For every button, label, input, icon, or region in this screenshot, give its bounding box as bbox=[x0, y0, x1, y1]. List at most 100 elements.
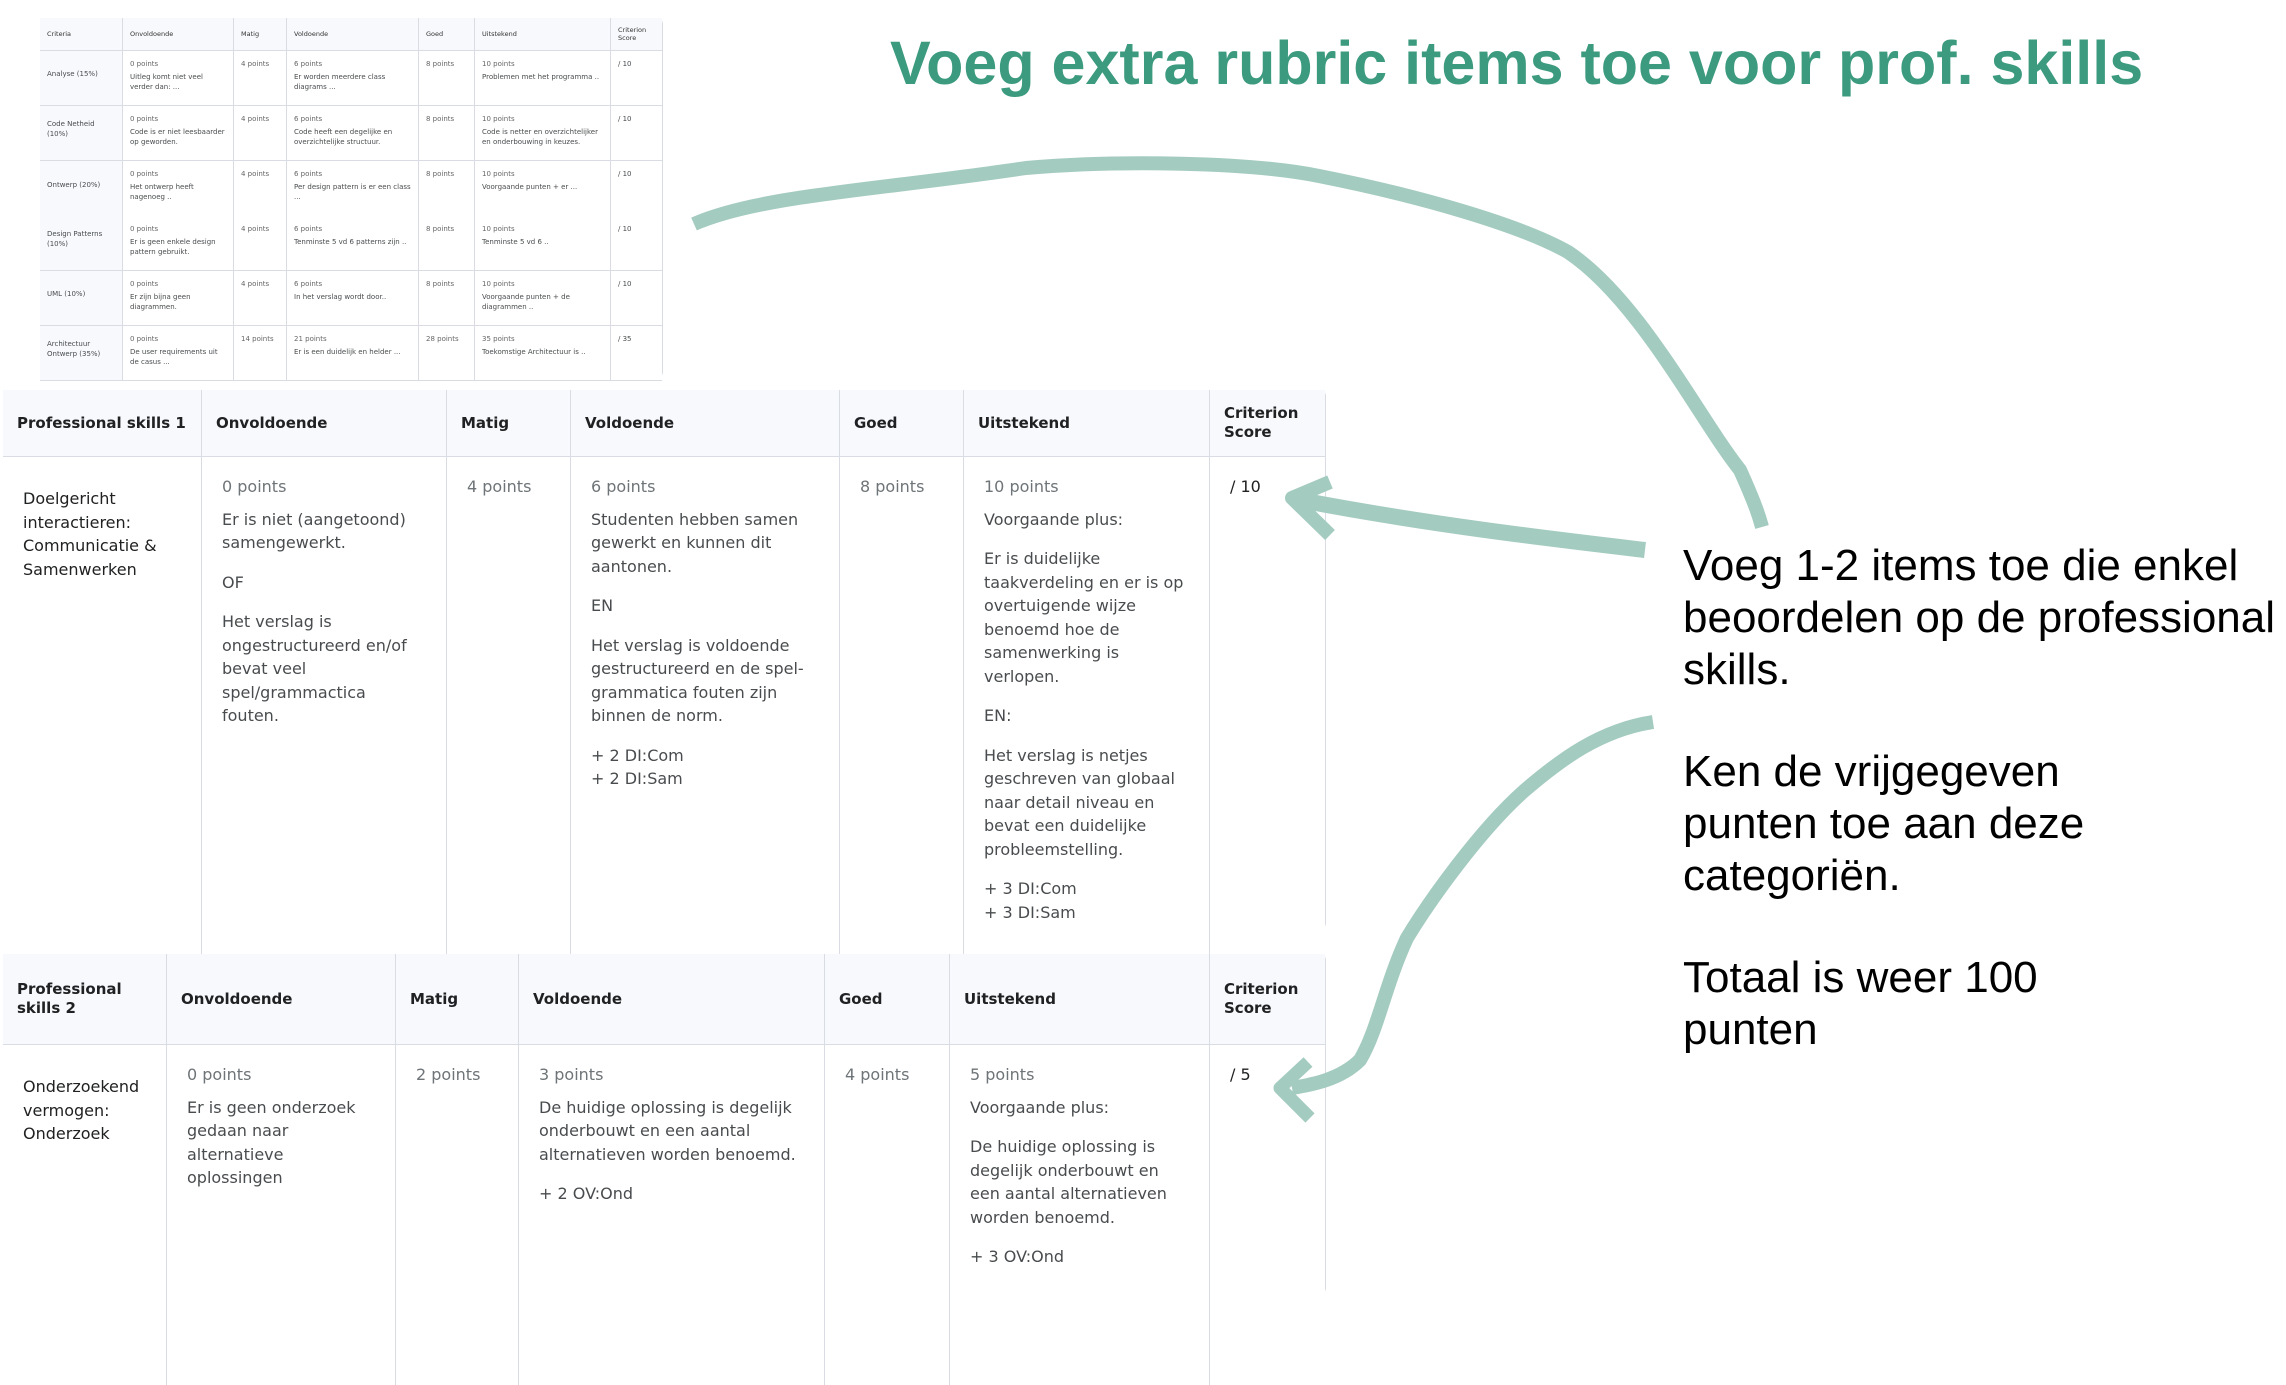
arrow-to-score-5-icon bbox=[1290, 715, 1655, 1095]
level-points: 4 points bbox=[241, 225, 270, 233]
level-description: Het verslag is ongestructureerd en/of be… bbox=[222, 612, 407, 725]
level-cell[interactable]: 28 points bbox=[419, 326, 475, 381]
level-description: Toekomstige Architectuur is .. bbox=[482, 348, 586, 356]
level-description: Er worden meerdere class diagrams ... bbox=[294, 73, 386, 91]
level-description: Er zijn bijna geen diagrammen. bbox=[130, 293, 191, 311]
level-description: De huidige oplossing is degelijk onderbo… bbox=[539, 1097, 796, 1164]
level-header: Matig bbox=[447, 390, 571, 457]
level-points: 10 points bbox=[482, 115, 515, 123]
level-points: 6 points bbox=[294, 170, 323, 178]
level-description: Uitleg komt niet veel verder dan: ... bbox=[130, 73, 203, 91]
level-cell[interactable]: 8 points bbox=[419, 271, 475, 326]
criterion-name: Architectuur Ontwerp (35%) bbox=[40, 326, 123, 381]
level-description: Het ontwerp heeft nagenoeg .. bbox=[130, 183, 194, 201]
level-cell[interactable]: 8 points bbox=[419, 161, 475, 216]
criterion-score: / 10 bbox=[611, 216, 662, 271]
level-points: 8 points bbox=[426, 225, 455, 233]
level-cell[interactable]: 4 points bbox=[234, 106, 287, 161]
level-points: 28 points bbox=[426, 335, 459, 343]
level-cell[interactable]: 4 points bbox=[447, 457, 571, 958]
level-description: + 2 OV:Ond bbox=[539, 1184, 633, 1203]
level-description: Code is netter en overzichtelijker en on… bbox=[482, 128, 598, 146]
slide-title: Voeg extra rubric items toe voor prof. s… bbox=[890, 29, 2144, 97]
level-header: Criterion Score bbox=[1210, 390, 1325, 457]
level-cell[interactable]: 14 points bbox=[234, 326, 287, 381]
level-cell[interactable]: 4 points bbox=[825, 1045, 950, 1385]
small-header-cell: Uitstekend bbox=[475, 18, 611, 51]
level-cell[interactable]: 4 points bbox=[234, 216, 287, 271]
level-cell[interactable]: 8 points bbox=[419, 216, 475, 271]
level-header: Uitstekend bbox=[950, 954, 1210, 1045]
level-points: 8 points bbox=[426, 280, 455, 288]
criterion-name: Code Netheid (10%) bbox=[40, 106, 123, 161]
level-description: Er is geen enkele design pattern gebruik… bbox=[130, 238, 216, 256]
level-description: Code is er niet leesbaarder op geworden. bbox=[130, 128, 225, 146]
level-points: 4 points bbox=[467, 477, 532, 496]
level-description: Code heeft een degelijke en overzichteli… bbox=[294, 128, 393, 146]
level-cell[interactable]: 8 points bbox=[840, 457, 964, 958]
level-points: 10 points bbox=[984, 477, 1059, 496]
level-header: Goed bbox=[825, 954, 950, 1045]
level-points: 10 points bbox=[482, 225, 515, 233]
criterion-score: / 5 bbox=[1230, 1065, 1251, 1084]
level-points: 6 points bbox=[294, 115, 323, 123]
level-header: Criterion Score bbox=[1210, 954, 1325, 1045]
level-points: 6 points bbox=[294, 280, 323, 288]
criterion-name: Analyse (15%) bbox=[40, 51, 123, 106]
level-cell[interactable]: 2 points bbox=[396, 1045, 519, 1385]
small-header-cell: Goed bbox=[419, 18, 475, 51]
criterion-score: / 35 bbox=[611, 326, 662, 381]
level-header: Voldoende bbox=[571, 390, 840, 457]
level-points: 6 points bbox=[294, 225, 323, 233]
level-points: 6 points bbox=[591, 477, 656, 496]
level-cell[interactable]: 8 points bbox=[419, 51, 475, 106]
note-total-100: Totaal is weer 100 punten bbox=[1683, 953, 2038, 1054]
level-description: Per design pattern is er een class ... bbox=[294, 183, 411, 201]
criterion-name: Ontwerp (20%) bbox=[40, 161, 123, 216]
level-cell[interactable]: 8 points bbox=[419, 106, 475, 161]
level-header: Onvoldoende bbox=[202, 390, 447, 457]
level-points: 0 points bbox=[222, 477, 287, 496]
level-points: 8 points bbox=[426, 170, 455, 178]
level-cell[interactable]: 4 points bbox=[234, 161, 287, 216]
level-cell[interactable]: 4 points bbox=[234, 271, 287, 326]
level-description: Er is geen onderzoek gedaan naar alterna… bbox=[187, 1097, 356, 1188]
criterion-group-header: Professional skills 2 bbox=[3, 954, 167, 1045]
level-header: Matig bbox=[396, 954, 519, 1045]
arrow-to-score-10-icon bbox=[1298, 492, 1646, 558]
level-cell[interactable]: 4 points bbox=[234, 51, 287, 106]
level-points: 4 points bbox=[241, 115, 270, 123]
level-points: 8 points bbox=[426, 60, 455, 68]
